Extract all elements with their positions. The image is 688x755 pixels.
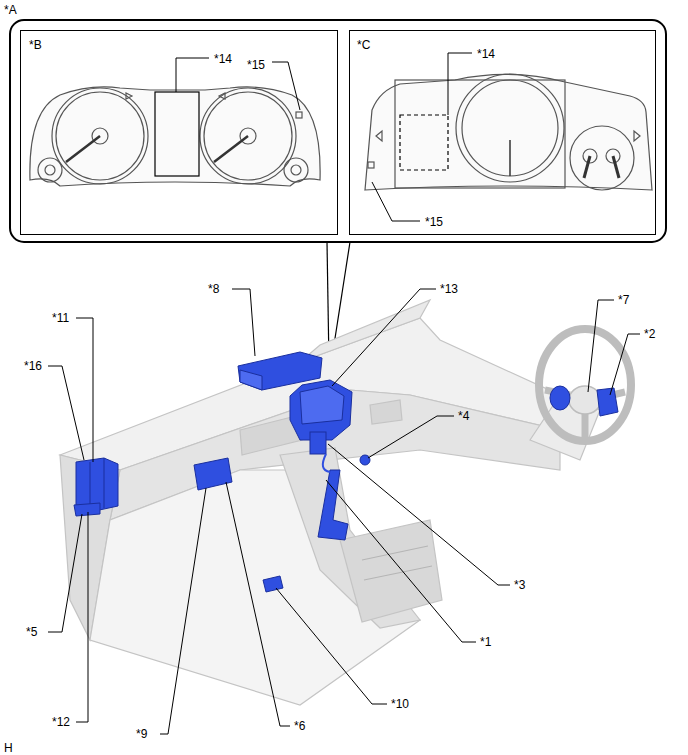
leader-line (48, 289, 640, 734)
callout-number: *12 (52, 716, 70, 728)
callout-number: *11 (52, 312, 69, 324)
view-label: *C (357, 39, 370, 51)
callout-number: *10 (391, 698, 409, 710)
steering-wheel (539, 329, 631, 441)
callout-number: *15 (425, 216, 443, 228)
meter-b (30, 87, 320, 186)
view-label: *B (29, 39, 42, 51)
callout-number: *9 (136, 728, 147, 740)
callout-number: *8 (208, 283, 219, 295)
component (74, 352, 618, 592)
callout-number: *7 (618, 294, 629, 306)
callout-frame (10, 20, 666, 242)
view-panel: *B *14 *15 (20, 30, 338, 235)
callout-number: *4 (458, 410, 469, 422)
callout-number: *14 (214, 53, 232, 65)
callout-number: *14 (477, 48, 495, 60)
meter-c (365, 74, 652, 190)
view-panel: *C *14 *15 (349, 30, 656, 235)
dashboard (60, 300, 600, 705)
callout-number: *5 (26, 626, 37, 638)
leader-line (176, 53, 472, 221)
callout-number: *2 (644, 328, 655, 340)
callout-number: *16 (24, 360, 42, 372)
figure-label: *A (4, 4, 17, 16)
callout-number: *1 (480, 636, 491, 648)
callout-number: *6 (294, 720, 305, 732)
callout-number: *15 (247, 59, 265, 71)
callout-number: *13 (440, 283, 458, 295)
callout-number: *3 (514, 579, 525, 591)
figure-code: H (4, 742, 13, 754)
